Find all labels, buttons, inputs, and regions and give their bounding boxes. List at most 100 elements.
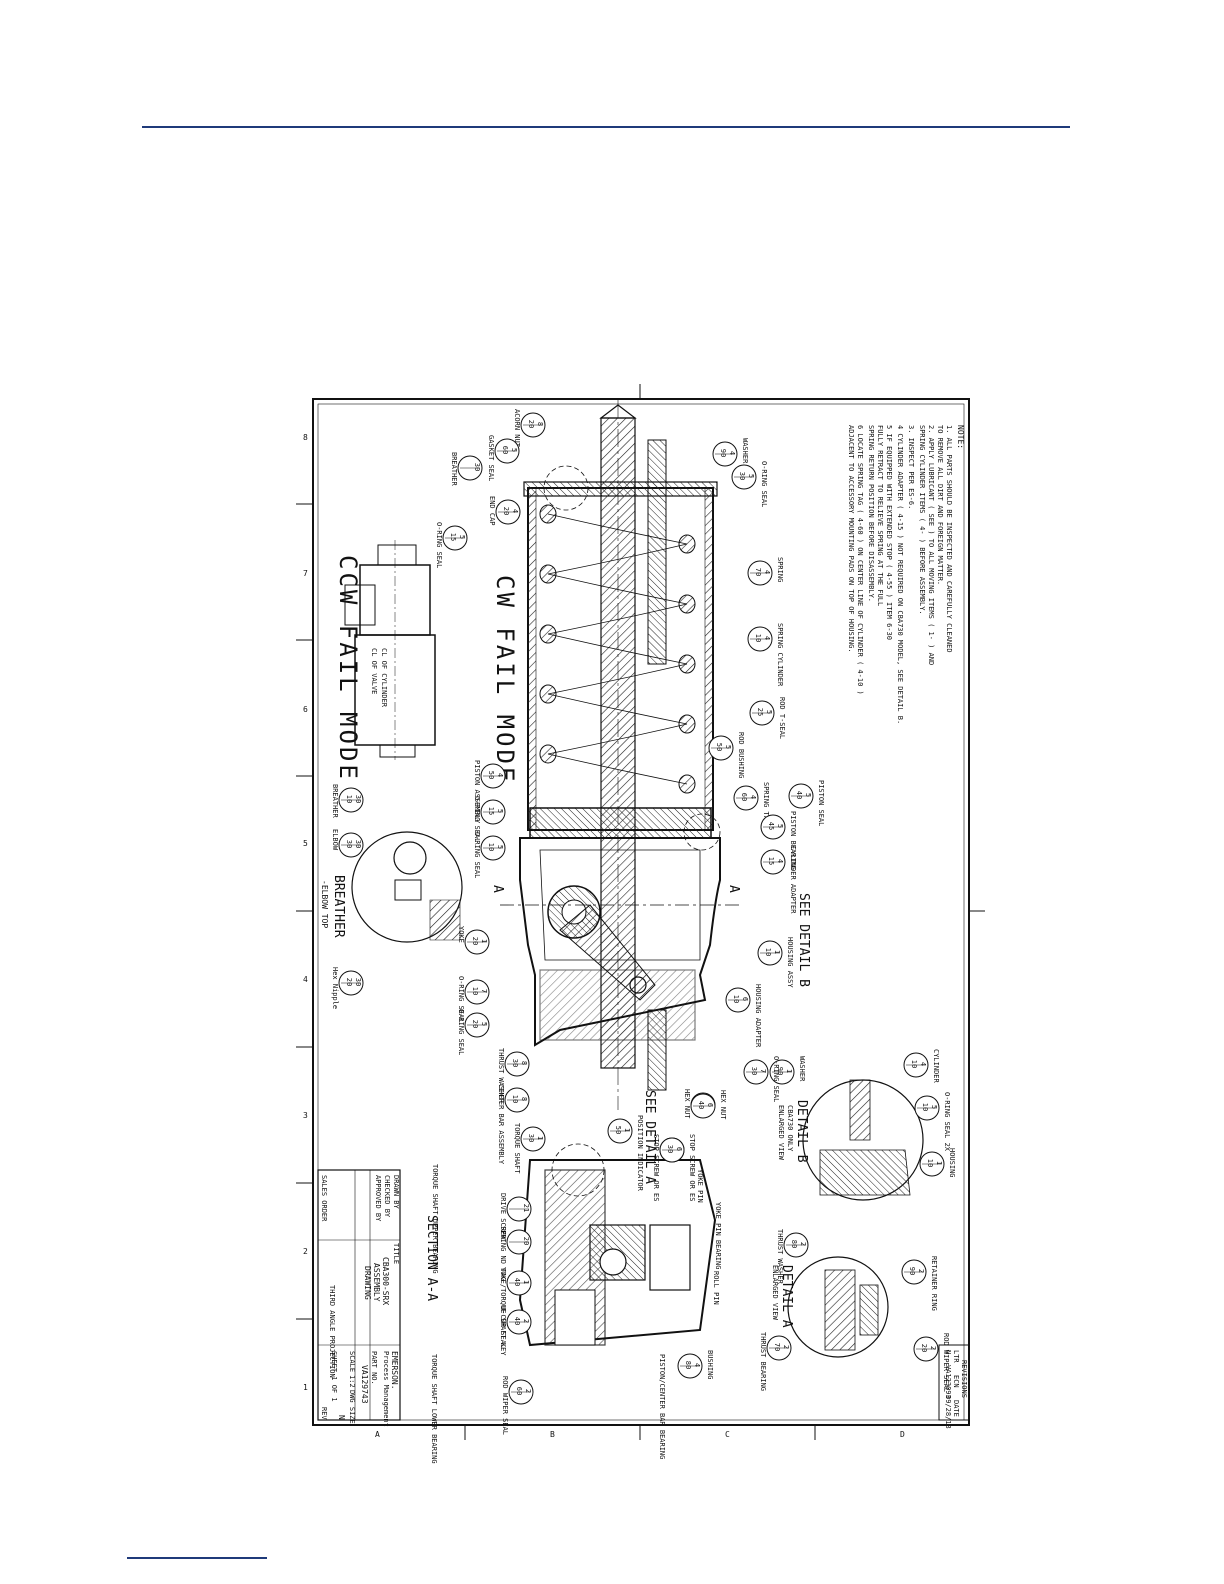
note-line: FULLY RETRACT TO RELIEVE SPRING AT THE F… <box>876 425 884 606</box>
zone-col-6: 6 <box>303 705 308 714</box>
footer-rule <box>127 1557 267 1559</box>
balloon-item-number: 20 <box>471 937 479 945</box>
balloon-label: POSITION INDICATOR <box>636 1115 644 1192</box>
dwg-size-label: DWG SIZE <box>348 1390 356 1424</box>
detail-a-bearing <box>859 1284 879 1336</box>
detail-a-shaft <box>824 1269 856 1351</box>
balloon-item-group: 6 <box>741 997 749 1001</box>
note-line: ADJACENT TO ACCESSORY MOUNTING PADS ON T… <box>847 425 855 653</box>
balloon-item-group: 4 <box>763 636 771 640</box>
drawing-border-inner <box>317 403 965 1421</box>
balloon-item-group: 2 <box>929 1346 937 1350</box>
dwg-size-value: N <box>337 1415 346 1420</box>
zone-row-b: B <box>550 1430 555 1439</box>
balloon-item-number: 60 <box>740 793 748 801</box>
balloon-item-group: 1 <box>785 1069 793 1073</box>
balloon-item-group: 1 <box>623 1128 631 1132</box>
approved-by-label: APPROVED BY <box>374 1175 382 1222</box>
balloon-label: YOKE/TORQUE SHAFT KEY <box>499 1267 507 1356</box>
balloon-item-number: 30 <box>666 1145 674 1153</box>
title-block: DRAWN BY CHECKED BY APPROVED BY SALES OR… <box>317 1169 401 1427</box>
balloon-label: CYLINDER <box>932 1049 940 1084</box>
detail-b-sub: CBA730 ONLY <box>786 1105 794 1152</box>
balloon-label: YOKE PIN BEARING <box>714 1202 722 1269</box>
balloon-item-number: 30 <box>527 1134 535 1142</box>
balloon-label: ROD WIPER SEAL <box>501 1376 509 1435</box>
balloon-item-number: 50 <box>715 743 723 751</box>
detail-b-callout-circle <box>683 813 721 851</box>
balloon-label: THRUST WASHER <box>776 1229 784 1285</box>
third-angle-label: THIRD ANGLE PROJECTION <box>328 1285 336 1378</box>
balloon-item-number: 10 <box>921 1103 929 1111</box>
balloon-item-group: 2 <box>522 1319 530 1323</box>
section-aa-view: SECTION A-A <box>424 1143 717 1347</box>
balloon-item-group: 4 <box>496 773 504 777</box>
rev-date-value: 09/28/13 <box>944 1395 952 1429</box>
balloon-label: STOP SCREW OR ES <box>652 1134 660 1201</box>
balloon-label: STOP SCREW OR ES <box>688 1134 696 1201</box>
rev-ecn-value: VA123093 <box>944 1365 952 1399</box>
balloon-label: SPRING CYLINDER <box>776 623 784 687</box>
balloon-label: PISTON/CENTER BAR BEARING <box>658 1354 666 1459</box>
balloon-label: O-RING SEAL <box>435 522 443 568</box>
breather-detail-circle <box>543 465 589 511</box>
balloon-item-number: 40 <box>513 1278 521 1286</box>
balloon-label: THRUST WASHER <box>497 1048 505 1104</box>
balloon-label: HOUSING ASSY <box>786 937 794 988</box>
zone-col-5: 5 <box>303 839 308 848</box>
balloon-item-number: 80 <box>790 1240 798 1248</box>
balloon-label: O-RING SEAL <box>473 796 481 842</box>
balloon-item-group: 5 <box>480 1022 488 1026</box>
note-line: 6 LOCATE SPRING TAG ( 4-60 ) ON CENTER L… <box>856 425 864 695</box>
balloon-item-number: 40 <box>795 791 803 799</box>
balloon-item-group: 1 <box>536 1136 544 1140</box>
balloon-item-group: 5 <box>747 474 755 478</box>
balloon-item-number: 10 <box>764 948 772 956</box>
balloon-label: O-RING SEAL <box>457 1009 465 1055</box>
balloon-item-group: 4 <box>749 795 757 799</box>
zone-col-2: 2 <box>303 1247 308 1256</box>
balloon-label: ACORN NUT <box>513 409 521 448</box>
balloon-item-group: 4 <box>763 570 771 574</box>
rev-label: REV <box>320 1407 328 1420</box>
balloon-item-number: 10 <box>471 987 479 995</box>
balloon-label: YOKE PIN <box>696 1169 704 1203</box>
balloon-item-group: 5 <box>930 1105 938 1109</box>
balloon-item-number: 70 <box>754 568 762 576</box>
ccw-end <box>379 744 416 758</box>
balloon-item-number: 10 <box>345 795 353 803</box>
ccw-cap <box>377 544 417 566</box>
balloon-item-group: 5 <box>776 824 784 828</box>
balloon-label: ROD BUSHING <box>737 732 745 778</box>
balloon-item-group: 2 <box>782 1345 790 1349</box>
detail-a-callout-circle <box>551 1143 605 1197</box>
balloon-item-number: 10 <box>754 634 762 642</box>
balloon-item-group: 7 <box>480 989 488 993</box>
balloon-item-group: 8 <box>520 1097 528 1101</box>
balloon-label: PISTON BEARING <box>789 811 797 870</box>
ccw-view: CL OF CYLINDER CL OF VALVE <box>344 540 436 760</box>
balloon-label: SPRING ND TAG <box>499 1226 507 1281</box>
balloon-label: TORQUE SHAFT <box>513 1123 521 1174</box>
balloon-item-group: 5 <box>496 845 504 849</box>
rev-ltr-value: N <box>944 1350 952 1354</box>
balloon-item-number: 20 <box>920 1344 928 1352</box>
balloon-label: WASHER <box>741 438 749 464</box>
detail-a-sub: ENLARGED VIEW <box>771 1265 779 1321</box>
title-label: TITLE <box>392 1243 400 1264</box>
balloon-item-number: 15 <box>487 807 495 815</box>
zone-labels: 8 7 6 5 4 3 2 1 A B C D <box>303 433 905 1439</box>
zone-col-7: 7 <box>303 569 308 578</box>
balloon-label: YOKE <box>457 926 465 943</box>
balloon-item-group: 30 <box>473 463 481 471</box>
title-line-1: CBA300-SRX <box>381 1257 390 1305</box>
balloon-item-group: 2 <box>524 1389 532 1393</box>
balloon-label: O-RING SEAL <box>457 976 465 1022</box>
balloon-item-number: 15 <box>449 533 457 541</box>
zone-col-8: 8 <box>303 433 308 442</box>
main-assembly: A A <box>490 400 741 1110</box>
balloon-item-group: 5 <box>510 448 518 452</box>
section-housing <box>518 1159 717 1347</box>
balloon-item-number: 40 <box>513 1317 521 1325</box>
